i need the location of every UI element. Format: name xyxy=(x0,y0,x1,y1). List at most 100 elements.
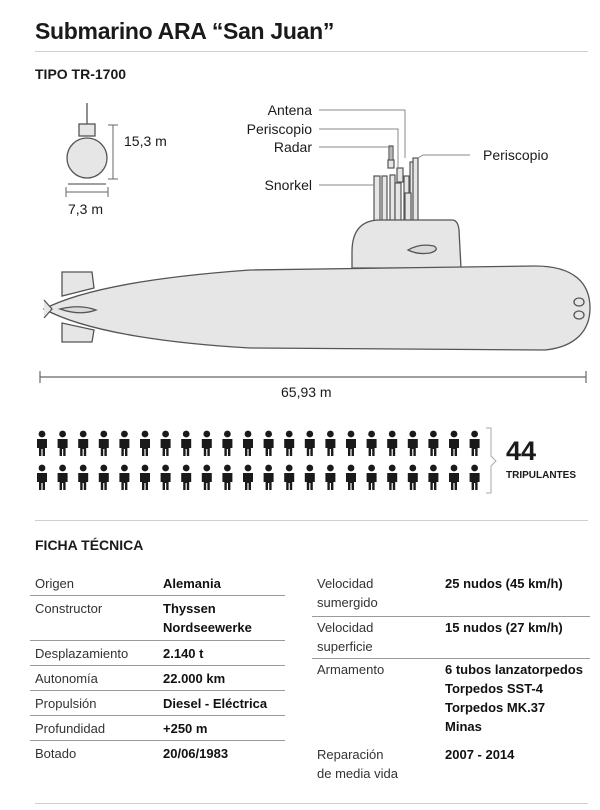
submarine-side-view xyxy=(42,219,591,351)
row-divider xyxy=(30,740,285,741)
person-icon xyxy=(304,464,315,490)
sail-plane xyxy=(406,244,437,255)
person-icon xyxy=(407,430,418,456)
person-icon xyxy=(407,464,418,490)
antena-label: Antena xyxy=(267,102,312,118)
spec-value: 25 nudos (45 km/h) xyxy=(445,576,563,591)
person-icon xyxy=(366,464,377,490)
person-icon xyxy=(57,430,68,456)
person-icon xyxy=(222,464,233,490)
person-icon xyxy=(98,464,109,490)
crew-count: 44 xyxy=(506,436,537,466)
spec-value: 20/06/1983 xyxy=(163,746,229,761)
beam-label: 7,3 m xyxy=(68,201,104,217)
sail xyxy=(351,219,462,269)
row-divider xyxy=(30,715,285,716)
front-view-sail xyxy=(78,123,96,137)
crew-figures xyxy=(37,430,480,490)
spec-label: Reparación de media vida xyxy=(317,747,398,781)
person-icon xyxy=(160,430,171,456)
torpedo-tube xyxy=(573,297,585,307)
person-icon xyxy=(387,430,398,456)
front-view-hull xyxy=(66,137,108,179)
page-title: Submarino ARA “San Juan” xyxy=(35,18,335,44)
person-icon xyxy=(325,430,336,456)
person-icon xyxy=(201,464,212,490)
person-icon xyxy=(428,430,439,456)
crew-bracket xyxy=(486,427,497,494)
person-icon xyxy=(387,464,398,490)
person-icon xyxy=(98,430,109,456)
spec-label: Profundidad xyxy=(35,721,106,736)
height-label: 15,3 m xyxy=(124,133,167,149)
person-icon xyxy=(263,464,274,490)
length-label: 65,93 m xyxy=(281,384,332,400)
spec-label: Autonomía xyxy=(35,671,98,686)
row-divider xyxy=(312,616,590,617)
row-divider xyxy=(30,690,285,691)
person-icon xyxy=(78,464,89,490)
radar-label: Radar xyxy=(273,139,312,155)
spec-label: Velocidad superficie xyxy=(317,620,374,654)
person-icon xyxy=(140,464,150,490)
spec-value: Thyssen Nordseewerke xyxy=(163,601,252,635)
person-icon xyxy=(325,464,336,490)
person-icon xyxy=(57,464,68,490)
propeller xyxy=(43,299,53,319)
person-icon xyxy=(78,430,89,456)
masts xyxy=(373,145,419,223)
person-icon xyxy=(243,430,253,456)
spec-label: Origen xyxy=(35,576,75,591)
crew-label: TRIPULANTES xyxy=(506,470,576,481)
person-icon xyxy=(346,430,356,456)
person-icon xyxy=(469,430,480,456)
person-icon xyxy=(449,430,459,456)
spec-label: Botado xyxy=(35,746,77,761)
spec-label: Desplazamiento xyxy=(35,646,129,661)
upper-rudder xyxy=(61,271,95,297)
spec-label: Velocidad sumergido xyxy=(317,576,378,610)
snorkel-label: Snorkel xyxy=(264,177,312,193)
person-icon xyxy=(449,464,459,490)
person-icon xyxy=(181,464,192,490)
leader-lines xyxy=(319,109,470,186)
snorkel-mast xyxy=(373,175,381,223)
stern-plane xyxy=(57,306,98,314)
spec-value: 6 tubos lanzatorpedos Torpedos SST-4 Tor… xyxy=(445,662,583,734)
spec-value: Alemania xyxy=(163,576,221,591)
row-divider xyxy=(30,595,285,596)
person-icon xyxy=(119,464,130,490)
spec-value: 15 nudos (27 km/h) xyxy=(445,620,563,635)
person-icon xyxy=(366,430,377,456)
person-icon xyxy=(284,430,295,456)
spec-value: Diesel - Eléctrica xyxy=(163,696,268,711)
submarine-diagram xyxy=(37,103,591,494)
spec-label: Constructor xyxy=(35,601,103,616)
person-icon xyxy=(304,430,315,456)
person-icon xyxy=(222,430,233,456)
mast-2 xyxy=(381,175,388,223)
periscopio-label: Periscopio xyxy=(246,121,312,137)
title-divider xyxy=(35,51,588,52)
periscopio-label-2: Periscopio xyxy=(483,147,549,163)
person-icon xyxy=(263,430,274,456)
spec-value: 22.000 km xyxy=(163,671,226,686)
person-icon xyxy=(160,464,171,490)
spec-value: +250 m xyxy=(163,721,208,736)
spec-value: 2007 - 2014 xyxy=(445,747,515,762)
person-icon xyxy=(37,464,47,490)
person-icon xyxy=(428,464,439,490)
spec-value: 2.140 t xyxy=(163,646,204,661)
spec-label: Propulsión xyxy=(35,696,97,711)
row-divider xyxy=(30,665,285,666)
spec-label: Armamento xyxy=(317,662,385,677)
footer-divider xyxy=(35,803,588,804)
ficha-heading: FICHA TÉCNICA xyxy=(35,537,144,553)
person-icon xyxy=(140,430,150,456)
person-icon xyxy=(37,430,47,456)
subtitle: TIPO TR-1700 xyxy=(35,66,127,82)
person-icon xyxy=(469,464,480,490)
torpedo-tube xyxy=(573,310,585,320)
section-divider xyxy=(35,520,588,521)
row-divider xyxy=(30,640,285,641)
